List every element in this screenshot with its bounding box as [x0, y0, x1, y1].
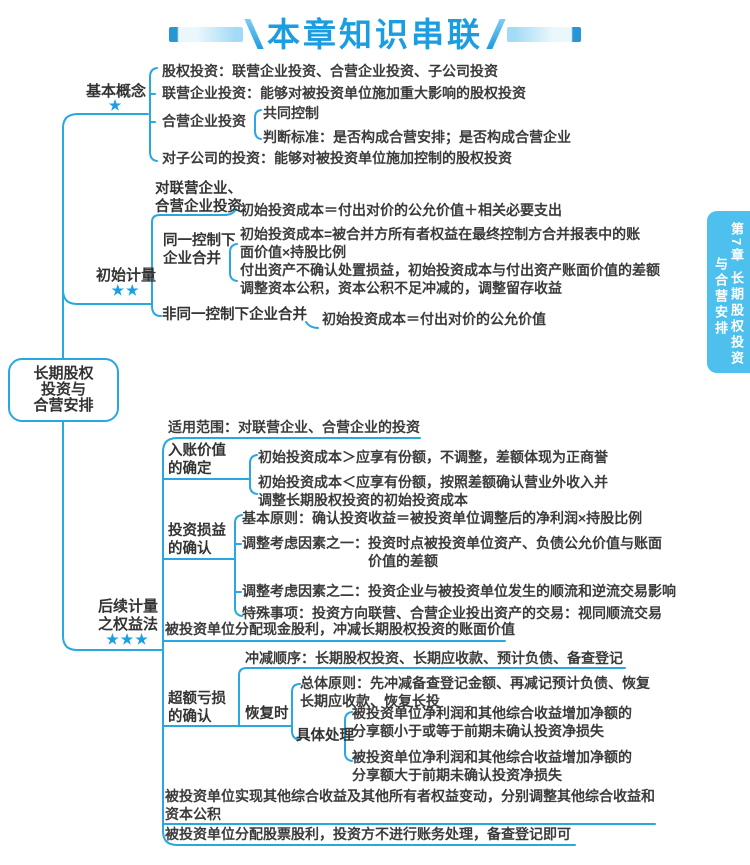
- node-excess-loss-label: 超额亏损的确认: [168, 691, 226, 725]
- branch-initial-stars: ★★: [111, 282, 141, 298]
- node-entry-value-label: 入账价值的确定: [168, 443, 226, 477]
- basic-bracket: [149, 67, 158, 162]
- item-stock-dividend: 被投资单位分配股票股利，投资方不进行账务处理，备查登记即可: [165, 826, 571, 842]
- branch-subsequent-stars: ★★★: [106, 631, 150, 647]
- initial-bracket-top: [151, 208, 237, 223]
- item-associate-investment: 联营企业投资：能够对被投资单位施加重大影响的股权投资: [162, 85, 526, 101]
- node-same-control-label: 同一控制下企业合并: [163, 233, 236, 267]
- chapter-tab: 第7章 长期股权投资 与合营安排: [707, 211, 750, 373]
- item-same-control-treatment: 付出资产不确认处置损益，初始投资成本与付出资产账面价值的差额调整资本公积，资本公…: [240, 262, 660, 296]
- banner-left-ornament: [169, 19, 264, 49]
- branch-subsequent-label: 后续计量之权益法: [97, 598, 158, 633]
- chapter-tab-subtitle: 与合营安排: [713, 257, 728, 337]
- branch-initial-label: 初始计量: [96, 267, 157, 284]
- item-judgment-criteria: 判断标准：是否构成合营安排；是否构成合营企业: [263, 129, 571, 145]
- item-same-control-cost: 初始投资成本=被合并方所有者权益在最终控制方合并报表中的账面价值×持股比例: [240, 226, 641, 260]
- profit-loss-brace: [234, 514, 243, 617]
- root-node: 长期股权 投资与 合营安排: [8, 358, 119, 422]
- node-diff-control-label: 非同一控制下企业合并: [162, 307, 307, 323]
- item-joint-venture-label: 合营企业投资: [162, 113, 246, 129]
- jv-brace: [254, 109, 262, 140]
- item-equity-investment: 股权投资：联营企业投资、合营企业投资、子公司投资: [162, 63, 498, 79]
- node-profit-loss-label: 投资损益的确认: [168, 523, 226, 557]
- item-case-greater: 被投资单位净利润和其他综合收益增加净额的分享额大于前期未确认投资净损失: [352, 749, 632, 783]
- entry-value-brace: [249, 454, 258, 495]
- item-special-matter: 特殊事项：投资方向联营、合营企业投出资产的交易：视同顺流交易: [242, 605, 662, 621]
- trunk-bottom-line: [62, 417, 164, 651]
- item-basic-principle: 基本原则：确认投资收益＝被投资单位调整后的净利润×持股比例: [242, 510, 643, 526]
- title-banner: 本章知识串联: [0, 8, 750, 60]
- page-title: 本章知识串联: [267, 15, 483, 53]
- banner-left-bar-icon: [169, 26, 243, 42]
- root-line-1: 长期股权: [33, 365, 94, 382]
- node-specific-label: 具体处理: [296, 728, 354, 744]
- item-adjust-factor-2: 调整考虑因素之二：投资企业与被投资单位发生的顺流和逆流交易影响: [242, 583, 676, 599]
- trunk-initial-fork-line: [62, 289, 153, 305]
- item-associate-jv-cost: 初始投资成本＝付出对价的公允价值＋相关必要支出: [240, 202, 562, 218]
- banner-right-bar-icon: [507, 26, 581, 42]
- same-control-brace: [229, 243, 238, 282]
- item-write-down-order: 冲减顺序：长期股权投资、长期应收款、预计负债、备查登记: [245, 650, 623, 666]
- node-recovery-label: 恢复时: [245, 706, 289, 722]
- item-oci-change: 被投资单位实现其他综合收益及其他所有者权益变动，分别调整其他综合收益和资本公积: [165, 788, 655, 822]
- specific-brace: [344, 711, 353, 762]
- item-entry-value-goodwill: 初始投资成本＞应享有份额，不调整，差额体现为正商誉: [258, 449, 608, 465]
- diff-control-arc: [305, 321, 319, 329]
- item-case-less-equal: 被投资单位净利润和其他综合收益增加净额的分享额小于或等于前期未确认投资净损失: [352, 705, 632, 739]
- node-associate-jv-label: 对联营企业、合营企业投资: [155, 181, 242, 215]
- item-subsidiary-investment: 对子公司的投资：能够对被投资单位施加控制的股权投资: [162, 150, 512, 166]
- item-entry-value-nonoperating: 初始投资成本＜应享有份额，按照差额确认营业外收入并调整长期股权投资的初始投资成本: [258, 474, 608, 508]
- item-joint-control: 共同控制: [263, 105, 319, 121]
- excess-loss-bracket: [238, 667, 626, 727]
- item-scope: 适用范围：对联营企业、合营企业的投资: [168, 419, 420, 435]
- banner-left-slash-icon: [244, 19, 264, 49]
- item-adjust-factor-1: 调整考虑因素之一：投资时点被投资单位资产、负债公允价值与账面价值的差额: [242, 535, 662, 569]
- initial-bracket-vertical: [151, 221, 162, 317]
- trunk-top-line: [62, 113, 149, 359]
- recovery-brace: [291, 683, 301, 741]
- item-overall-principle: 总体原则：先冲减备查登记金额、再减记预计负债、恢复长期应收款、恢复长投: [300, 675, 650, 709]
- root-line-2: 投资与: [40, 381, 86, 398]
- banner-right-ornament: [486, 19, 581, 49]
- item-cash-dividend: 被投资单位分配现金股利，冲减长期股权投资的账面价值: [165, 621, 515, 637]
- banner-right-slash-icon: [486, 19, 506, 49]
- root-line-3: 合营安排: [33, 397, 94, 414]
- item-diff-control-cost: 初始投资成本＝付出对价的公允价值: [322, 311, 546, 327]
- chapter-tab-title: 第7章 长期股权投资: [729, 222, 744, 367]
- branch-basic-label: 基本概念: [86, 83, 147, 100]
- branch-basic-stars: ★: [108, 97, 124, 113]
